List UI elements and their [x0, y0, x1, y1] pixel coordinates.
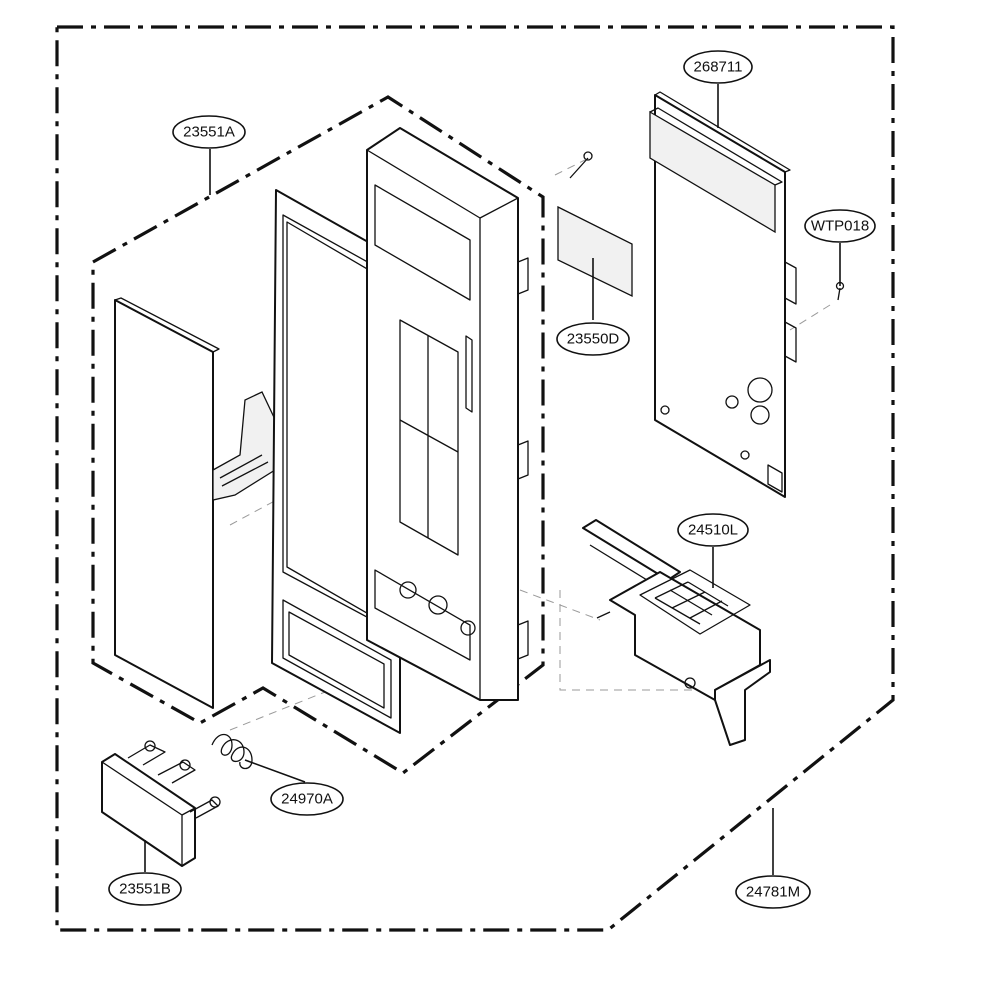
callout-23551B: 23551B	[108, 872, 182, 906]
control-board	[649, 91, 797, 498]
callout-WTP018: WTP018	[804, 209, 876, 243]
callout-24510L: 24510L	[677, 513, 749, 547]
screw-top	[569, 151, 593, 179]
door-button	[101, 740, 221, 867]
callout-268711: 268711	[683, 50, 753, 84]
callout-24970A: 24970A	[270, 782, 344, 816]
part-number-23551B: 23551B	[119, 881, 171, 898]
door-housing	[366, 127, 529, 701]
callout-23550D: 23550D	[556, 322, 630, 356]
door-subassembly-boundary	[91, 95, 545, 775]
part-number-23550D: 23550D	[567, 331, 620, 348]
latch-lever	[582, 519, 771, 746]
part-number-268711: 268711	[694, 59, 743, 76]
window-sticker	[557, 205, 633, 298]
assembly-boundary-outer	[55, 25, 895, 932]
front-glass-panel	[114, 297, 220, 709]
spring	[211, 733, 253, 770]
callout-23551A: 23551A	[172, 115, 246, 149]
callout-24781M: 24781M	[735, 875, 811, 909]
leader-lines	[144, 84, 841, 875]
part-number-24781M: 24781M	[746, 884, 800, 901]
part-number-24510L: 24510L	[688, 522, 738, 539]
part-number-23551A: 23551A	[183, 124, 235, 141]
part-number-24970A: 24970A	[281, 791, 333, 808]
part-number-WTP018: WTP018	[811, 218, 869, 235]
ribbon-cable	[212, 391, 281, 501]
